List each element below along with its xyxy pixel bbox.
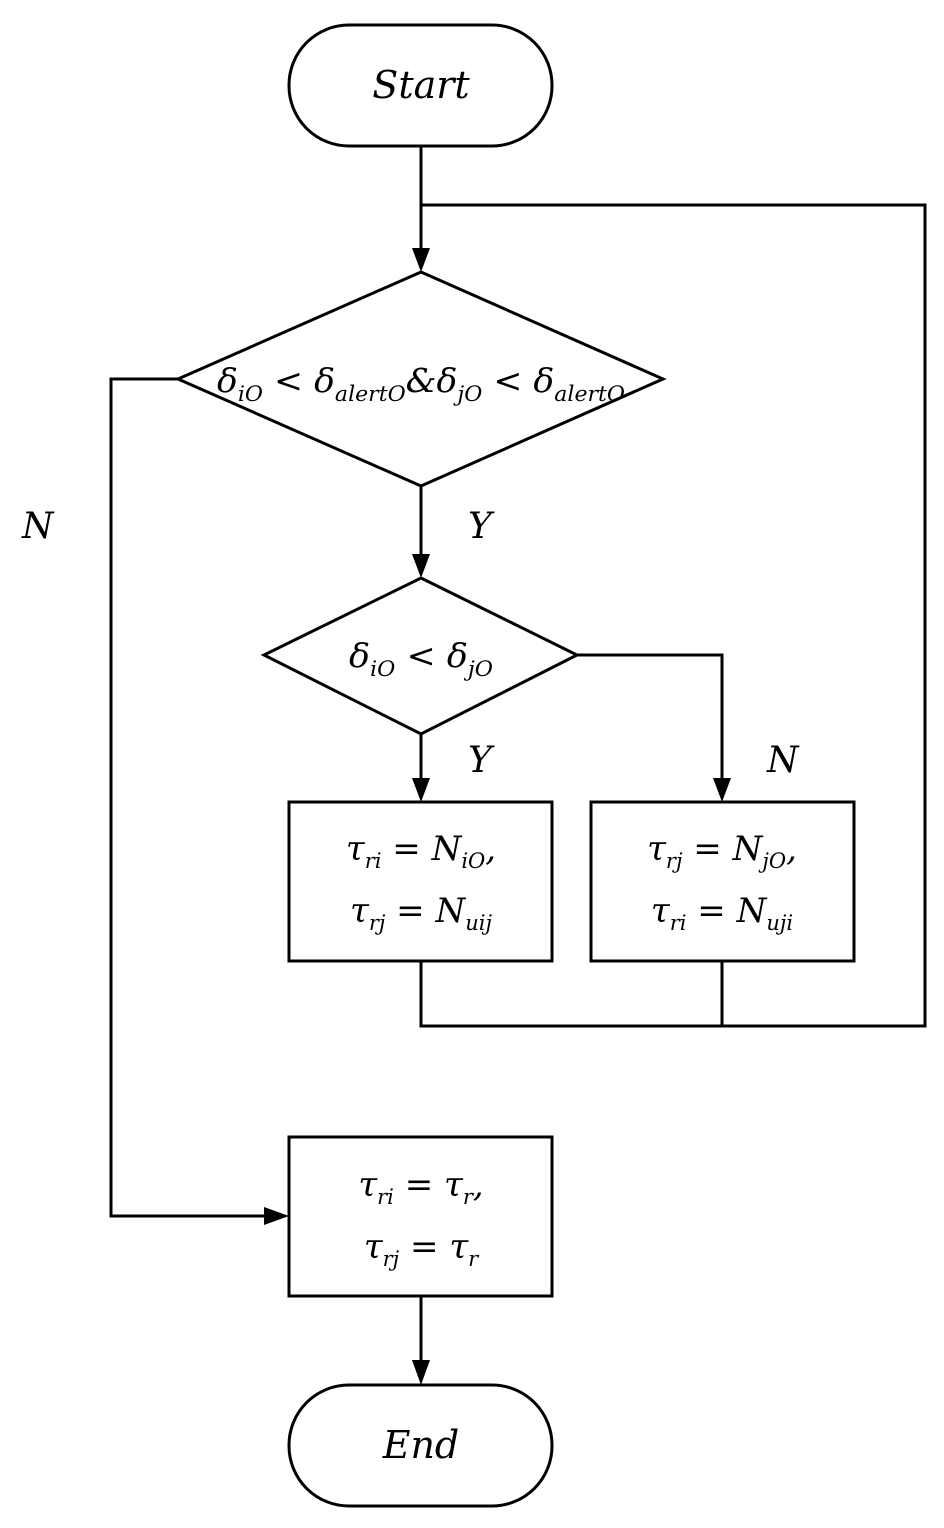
yes2-lhs: τ xyxy=(350,891,370,931)
arrowhead-decision2-in xyxy=(412,554,430,578)
no1-tail: , xyxy=(786,829,797,869)
no2-rhs-sub: uji xyxy=(766,911,793,935)
no1-lhs-sub: rj xyxy=(666,849,683,873)
cond2-sub-io: iO xyxy=(370,657,395,681)
process-box-no-shape xyxy=(589,800,856,963)
label-decision1-yes: Y xyxy=(468,506,495,547)
process-default-line1: τri = τr, xyxy=(358,1165,483,1209)
no2-lhs-sub: ri xyxy=(670,911,687,935)
cond1-sub-alert-2: alertO xyxy=(554,382,625,406)
end-label: End xyxy=(382,1423,460,1467)
cond2-delta-io: δ xyxy=(349,636,370,675)
start-terminal-shape xyxy=(287,23,554,148)
connectors xyxy=(109,146,927,1385)
cond1-delta-alert-2: δ xyxy=(533,361,554,400)
yes2-rhs: N xyxy=(434,891,466,931)
cond2-less-than: < xyxy=(395,636,446,675)
start-label: Start xyxy=(372,63,470,107)
yes2-lhs-sub: rj xyxy=(369,911,386,935)
start-terminal: Start xyxy=(287,23,554,148)
def2-rhs: τ xyxy=(449,1227,469,1267)
decision-alert-check-condition: δiO < δalertO&δjO < δalertO xyxy=(217,361,625,406)
decision-alert-check-shape xyxy=(174,270,667,488)
def2-rhs-sub: r xyxy=(468,1247,480,1271)
end-terminal: End xyxy=(287,1383,554,1508)
process-box-default: τri = τr, τrj = τr xyxy=(287,1135,554,1298)
process-no-line2: τri = Nuji xyxy=(651,891,793,935)
process-box-yes: τri = NiO, τrj = Nuij xyxy=(287,800,554,963)
decision-compare-condition: δiO < δjO xyxy=(349,636,493,681)
yes1-lhs: τ xyxy=(346,829,366,869)
def1-rhs-sub: r xyxy=(463,1185,475,1209)
no2-lhs: τ xyxy=(651,891,671,931)
arrowhead-box-default-in xyxy=(264,1207,289,1225)
arrowhead-box-no-in xyxy=(713,778,731,802)
edge-loop-back xyxy=(419,203,927,1028)
process-box-no: τrj = NjO, τri = Nuji xyxy=(589,800,856,963)
cond1-sub-alert: alertO xyxy=(335,382,406,406)
def1-lhs-sub: ri xyxy=(377,1185,394,1209)
edge-decision2-no xyxy=(577,653,724,786)
no2-rhs: N xyxy=(736,891,768,931)
def1-tail: , xyxy=(473,1165,484,1205)
decision-compare: δiO < δjO xyxy=(260,576,581,736)
yes1-rhs-sub: iO xyxy=(461,849,485,873)
edge-decision1-no xyxy=(109,377,272,1218)
arrowhead-box-yes-in xyxy=(412,778,430,802)
process-yes-line1: τri = NiO, xyxy=(346,829,496,873)
decision-alert-check: δiO < δalertO&δjO < δalertO xyxy=(174,270,667,488)
branch-labels: N Y Y N xyxy=(21,506,800,781)
no1-rhs-sub: jO xyxy=(758,849,786,873)
cond1-delta-jo: δ xyxy=(437,361,458,400)
end-terminal-shape xyxy=(287,1383,554,1508)
yes1-eq: = xyxy=(381,829,431,869)
process-no-line1: τrj = NjO, xyxy=(647,829,797,873)
def2-lhs-sub: rj xyxy=(383,1247,400,1271)
arrowhead-end-in xyxy=(412,1360,430,1385)
yes1-lhs-sub: ri xyxy=(365,849,382,873)
cond1-less-than-2: < xyxy=(482,361,533,400)
cond2-sub-jo: jO xyxy=(464,657,493,681)
process-default-line2: τrj = τr xyxy=(364,1227,480,1271)
def2-lhs: τ xyxy=(364,1227,384,1267)
cond1-delta-alert: δ xyxy=(314,361,335,400)
no1-rhs: N xyxy=(732,829,764,869)
def2-eq: = xyxy=(399,1227,449,1267)
cond1-less-than: < xyxy=(263,361,314,400)
process-box-yes-shape xyxy=(287,800,554,963)
cond1-delta-io: δ xyxy=(217,361,238,400)
no1-lhs: τ xyxy=(647,829,667,869)
process-box-default-shape xyxy=(287,1135,554,1298)
label-decision2-yes: Y xyxy=(468,740,495,781)
def1-rhs: τ xyxy=(444,1165,464,1205)
cond1-ampersand: & xyxy=(406,361,437,400)
label-decision1-no: N xyxy=(21,506,55,547)
no1-eq: = xyxy=(682,829,732,869)
yes2-eq: = xyxy=(385,891,435,931)
def1-lhs: τ xyxy=(358,1165,378,1205)
cond1-sub-io: iO xyxy=(238,382,263,406)
process-yes-line2: τrj = Nuij xyxy=(350,891,492,935)
def1-eq: = xyxy=(394,1165,444,1205)
cond2-delta-jo: δ xyxy=(447,636,468,675)
no2-eq: = xyxy=(686,891,736,931)
yes1-tail: , xyxy=(485,829,496,869)
yes2-rhs-sub: uij xyxy=(465,911,492,935)
decision-compare-shape xyxy=(260,576,581,736)
yes1-rhs: N xyxy=(431,829,463,869)
arrowhead-decision1-in xyxy=(412,248,430,272)
label-decision2-no: N xyxy=(766,740,800,781)
cond1-sub-jo: jO xyxy=(453,382,482,406)
